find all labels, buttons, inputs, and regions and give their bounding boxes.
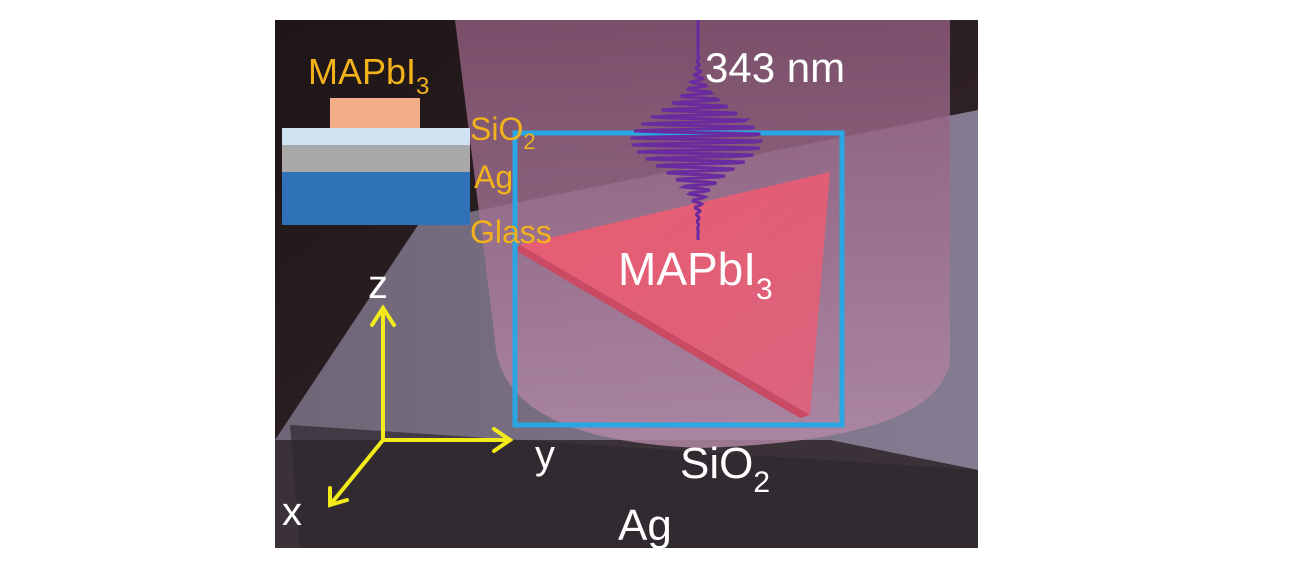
wavelength-label: 343 nm <box>705 44 845 91</box>
z-axis-label: z <box>368 263 388 307</box>
substrate-label: Ag <box>618 501 672 550</box>
spacer-label: SiO2 <box>680 439 770 499</box>
y-axis-label: y <box>535 433 555 477</box>
inset-mapbi3-block <box>330 98 420 128</box>
inset-sio2-layer <box>282 128 470 145</box>
inset-glass-label: Glass <box>470 214 552 250</box>
inset-sio2-label: SiO2 <box>470 111 536 154</box>
inset-mapbi3-label: MAPbI3 <box>308 51 429 100</box>
coordinate-axes <box>328 304 514 508</box>
crystal-edge <box>515 245 810 418</box>
mapbi3-crystal <box>520 172 830 415</box>
light-pulse-wave <box>630 20 763 241</box>
inset-ag-layer <box>282 145 470 172</box>
x-axis-label: x <box>282 490 302 534</box>
layer-stack-inset <box>282 98 470 225</box>
crystal-label: MAPbI3 <box>618 243 773 306</box>
inset-ag-label: Ag <box>474 159 513 195</box>
inset-glass-layer <box>282 172 470 225</box>
silver-substrate-front-face <box>290 425 978 548</box>
